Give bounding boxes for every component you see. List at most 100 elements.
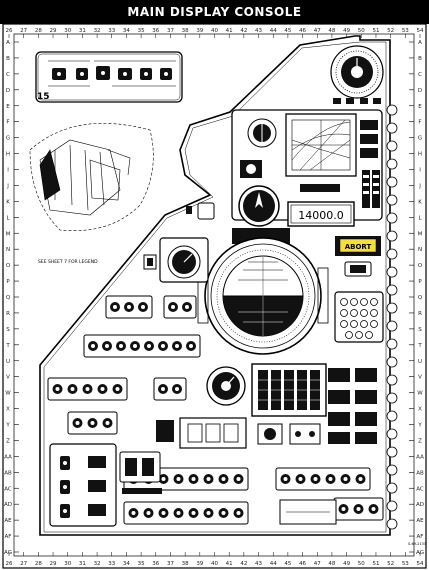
top-ruler-label: 39: [196, 28, 203, 34]
bottom-left-subpanel: [49, 443, 117, 527]
left-ruler-label: B: [6, 56, 10, 62]
left-ruler-label: A: [6, 40, 10, 46]
top-ruler-label: 49: [343, 28, 350, 34]
right-ruler-label: N: [418, 247, 422, 253]
right-ruler-label: AE: [416, 518, 424, 524]
right-ruler-label: O: [418, 263, 423, 269]
edge-notch: [386, 410, 398, 422]
bottom-ruler-label: 31: [79, 561, 86, 567]
right-ruler-label: C: [418, 72, 422, 78]
right-ruler-label: AF: [417, 534, 424, 540]
cabin-sketch: [29, 123, 154, 231]
bottom-ruler-label: 43: [255, 561, 262, 567]
edge-notch: [386, 500, 398, 512]
top-ruler-label: 33: [108, 28, 115, 34]
top-ruler-label: 27: [20, 28, 27, 34]
bottom-ruler-label: 26: [6, 561, 13, 567]
top-ruler-label: 35: [138, 28, 145, 34]
top-ruler-label: 42: [240, 28, 247, 34]
right-ruler-label: B: [418, 56, 422, 62]
right-edge-notches: [386, 104, 398, 530]
bottom-ruler-label: 44: [270, 561, 277, 567]
center-switch-cluster: [156, 417, 321, 449]
bottom-ruler-label: 27: [20, 561, 27, 567]
bottom-ruler-label: 36: [152, 561, 159, 567]
top-ruler-label: 54: [417, 28, 424, 34]
console-outline: [39, 35, 391, 536]
edge-notch: [386, 248, 398, 260]
edge-notch: [386, 266, 398, 278]
page-title: MAIN DISPLAY CONSOLE: [0, 0, 429, 24]
left-ruler-label: K: [6, 199, 10, 205]
edge-notch: [386, 284, 398, 296]
switch-row-f: [67, 411, 118, 435]
digital-readout: [287, 201, 355, 227]
edge-notch: [386, 464, 398, 476]
bottom-ruler-label: 42: [240, 561, 247, 567]
right-ruler-label: V: [418, 375, 422, 381]
edge-notch: [386, 392, 398, 404]
right-ruler-label: Q: [418, 295, 423, 301]
left-ruler-label: AA: [4, 454, 12, 460]
edge-notch: [386, 212, 398, 224]
top-ruler-label: 43: [255, 28, 262, 34]
top-ruler-label: 29: [50, 28, 57, 34]
right-ruler-label: U: [418, 359, 422, 365]
bottom-ruler-label: 39: [196, 561, 203, 567]
bottom-ruler-label: 35: [138, 561, 145, 567]
right-ruler-label: AC: [416, 486, 424, 492]
edge-notch: [386, 140, 398, 152]
left-ruler-label: AC: [4, 486, 12, 492]
edge-notch: [386, 176, 398, 188]
right-ruler-label: R: [418, 311, 422, 317]
bottom-left-box-2: [119, 451, 161, 483]
right-ruler-label: J: [418, 183, 421, 189]
abort-label: ABORT: [345, 243, 372, 251]
edge-notch: [386, 374, 398, 386]
bottom-ruler-label: 50: [358, 561, 365, 567]
abort-light: [335, 236, 381, 256]
bottom-ruler-label: 49: [343, 561, 350, 567]
left-ruler-label: F: [6, 120, 9, 126]
edge-notch: [386, 356, 398, 368]
top-ruler-label: 36: [152, 28, 159, 34]
bottom-ruler-label: 41: [226, 561, 233, 567]
top-ruler-label: 30: [64, 28, 71, 34]
edge-notch: [386, 158, 398, 170]
left-ruler-label: M: [6, 231, 11, 237]
small-switch-box: [197, 202, 215, 220]
edge-notch: [386, 320, 398, 332]
top-ruler-label: 26: [6, 28, 13, 34]
switch-row-c: [83, 334, 201, 358]
bottom-ruler-label: 54: [417, 561, 424, 567]
drawing-code: S-69-2133: [408, 542, 426, 546]
bottom-ruler-label: 38: [182, 561, 189, 567]
switch-row-e: [153, 377, 187, 401]
right-ruler-label: Y: [417, 423, 422, 429]
left-ruler-label: T: [5, 343, 10, 349]
edge-notch: [386, 302, 398, 314]
fdai-ball: [197, 237, 329, 355]
bottom-ruler-label: 52: [387, 561, 394, 567]
bottom-ruler-label: 51: [372, 561, 379, 567]
left-ruler-label: AB: [4, 470, 12, 476]
top-ruler-label: 50: [358, 28, 365, 34]
top-ruler-label: 32: [94, 28, 101, 34]
left-ruler-label: Z: [6, 438, 10, 444]
caution-blocks: [328, 368, 377, 444]
right-ruler-label: AB: [416, 470, 424, 476]
edge-notch: [386, 122, 398, 134]
right-ruler-label: K: [418, 199, 422, 205]
left-ruler-label: L: [6, 215, 10, 221]
right-ruler-label: W: [417, 391, 423, 397]
left-ruler-label: S: [6, 327, 10, 333]
left-ruler-label: X: [6, 407, 10, 413]
right-ruler-label: A: [418, 40, 422, 46]
left-dial: [143, 237, 209, 283]
inner-frame: [13, 33, 415, 557]
edge-notch: [386, 194, 398, 206]
